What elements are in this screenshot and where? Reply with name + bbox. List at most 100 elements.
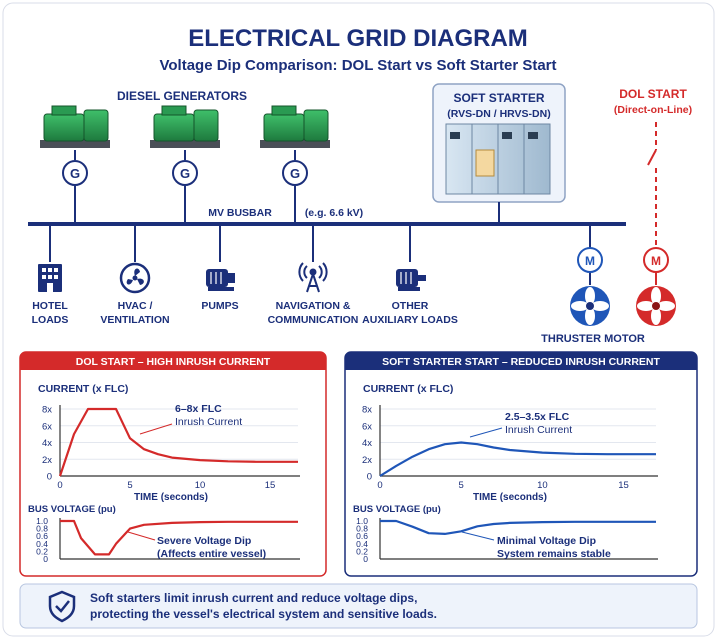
dol-current-xtick: 10	[195, 480, 206, 491]
generator-symbol-2: G	[172, 160, 198, 186]
soft-current-annotation: 2.5–3.5x FLC	[505, 411, 570, 423]
dol-current-ytick: 4x	[42, 438, 52, 449]
dol-voltage-ylabel: BUS VOLTAGE (pu)	[28, 504, 116, 515]
shield-check-icon	[48, 590, 76, 623]
soft-starter-title: SOFT STARTER	[453, 91, 544, 105]
generators-label: DIESEL GENERATORS	[117, 89, 247, 103]
svg-text:G: G	[70, 166, 80, 181]
dol-voltage-ytick: 0.8	[36, 524, 48, 534]
dol-voltage-annotation-leader	[127, 531, 156, 541]
soft-current-xtick: 10	[537, 480, 548, 491]
dol-current-ytick: 6x	[42, 421, 52, 432]
thruster-motor-symbol-soft: M	[577, 247, 603, 273]
soft-starter-model: (RVS-DN / HRVS-DN)	[447, 108, 550, 120]
soft-current-annotation-sub: Inrush Current	[505, 424, 572, 436]
generator-symbol-3: G	[282, 160, 308, 186]
soft-current-ytick: 2x	[362, 455, 372, 466]
dol-current-xlabel: TIME (seconds)	[134, 492, 208, 503]
dol-voltage-ytick: 0.2	[36, 546, 48, 556]
busbar-voltage: (e.g. 6.6 kV)	[305, 207, 363, 219]
soft-voltage-annotation-leader	[461, 531, 495, 541]
soft-voltage-ytick: 0.8	[356, 524, 368, 534]
page-title: ELECTRICAL GRID DIAGRAM	[188, 25, 528, 52]
motor-icon	[396, 269, 426, 291]
dol-current-annotation: 6–8x FLC	[175, 403, 222, 415]
generator-1	[40, 105, 110, 148]
fan-icon	[119, 262, 151, 294]
load-label-pumps: PUMPS	[201, 300, 238, 312]
dol-panel-title: DOL START – HIGH INRUSH CURRENT	[76, 356, 271, 368]
busbar-label: MV BUSBAR	[208, 207, 272, 219]
dol-current-ytick: 2x	[42, 455, 52, 466]
svg-text:M: M	[651, 254, 661, 268]
soft-current-xtick: 0	[377, 480, 382, 491]
load-label-navigation: NAVIGATION &	[276, 300, 351, 312]
soft-current-xlabel: TIME (seconds)	[473, 492, 547, 503]
pump-icon	[206, 269, 235, 291]
soft-current-ytick: 6x	[362, 421, 372, 432]
soft-voltage-annotation: Minimal Voltage Dip	[497, 535, 596, 547]
dol-voltage-ytick: 0	[43, 554, 48, 564]
soft-voltage-ytick: 0.2	[356, 546, 368, 556]
dol-voltage-line	[60, 519, 298, 556]
dol-current-xtick: 15	[265, 480, 276, 491]
soft-voltage-ytick: 0.4	[356, 539, 368, 549]
load-label-other: OTHER	[392, 300, 429, 312]
switchgear-cabinet-icon	[445, 123, 551, 195]
dol-voltage-annotation: Severe Voltage Dip	[157, 535, 251, 547]
svg-text:M: M	[585, 254, 595, 268]
dol-voltage-ytick: 0.6	[36, 531, 48, 541]
load-label-hvac: HVAC /	[118, 300, 153, 312]
footer-note: Soft starters limit inrush current and r…	[19, 583, 698, 629]
soft-voltage-ylabel: BUS VOLTAGE (pu)	[353, 504, 441, 515]
load-sublabel-navigation: COMMUNICATION	[268, 314, 359, 326]
footer-line-2: protecting the vessel's electrical syste…	[90, 607, 437, 621]
soft-starter-box: SOFT STARTER (RVS-DN / HRVS-DN)	[432, 83, 566, 203]
soft-current-xtick: 5	[459, 480, 464, 491]
load-label-hotel: HOTEL	[32, 300, 68, 312]
soft-voltage-line	[380, 519, 656, 535]
propeller-icon-dol	[636, 286, 676, 326]
dol-current-annotation-sub: Inrush Current	[175, 416, 242, 428]
propeller-icon-soft	[570, 286, 610, 326]
soft-voltage-annotation-sub: System remains stable	[497, 548, 611, 560]
svg-text:G: G	[180, 166, 190, 181]
soft-current-annotation-leader	[469, 427, 503, 438]
generator-symbol-1: G	[62, 160, 88, 186]
soft-current-ylabel: CURRENT (x FLC)	[363, 383, 453, 395]
thruster-motor-label: THRUSTER MOTOR	[541, 333, 645, 345]
load-sublabel-hvac: VENTILATION	[100, 314, 169, 326]
dol-start-title: DOL START	[619, 87, 687, 101]
load-sublabel-hotel: LOADS	[32, 314, 69, 326]
dol-current-ytick: 0	[47, 472, 52, 483]
dol-voltage-ytick: 1.0	[36, 516, 48, 526]
dol-voltage-ytick: 0.4	[36, 539, 48, 549]
dol-current-ylabel: CURRENT (x FLC)	[38, 383, 128, 395]
generator-3	[260, 105, 330, 148]
soft-current-line	[379, 441, 656, 477]
soft-current-ytick: 0	[367, 472, 372, 483]
antenna-icon	[298, 262, 328, 293]
soft-current-ytick: 4x	[362, 438, 372, 449]
dol-current-ytick: 8x	[42, 405, 52, 416]
generator-2	[150, 105, 220, 148]
dol-feeder-line	[647, 122, 657, 285]
soft-voltage-ytick: 1.0	[356, 516, 368, 526]
building-icon	[38, 264, 62, 292]
dol-current-xtick: 0	[57, 480, 62, 491]
soft-voltage-ytick: 0	[363, 554, 368, 564]
thruster-motor-symbol-dol: M	[643, 247, 669, 273]
dol-current-line	[58, 407, 298, 477]
soft-current-xtick: 15	[618, 480, 629, 491]
soft-current-ytick: 8x	[362, 405, 372, 416]
load-sublabel-other: AUXILIARY LOADS	[362, 314, 458, 326]
svg-text:G: G	[290, 166, 300, 181]
dol-voltage-annotation-sub: (Affects entire vessel)	[157, 548, 266, 560]
dol-start-detail: (Direct-on-Line)	[614, 104, 692, 116]
page-subtitle: Voltage Dip Comparison: DOL Start vs Sof…	[159, 57, 556, 74]
soft-panel-title: SOFT STARTER START – REDUCED INRUSH CURR…	[382, 356, 660, 368]
dol-current-annotation-leader	[139, 423, 173, 435]
